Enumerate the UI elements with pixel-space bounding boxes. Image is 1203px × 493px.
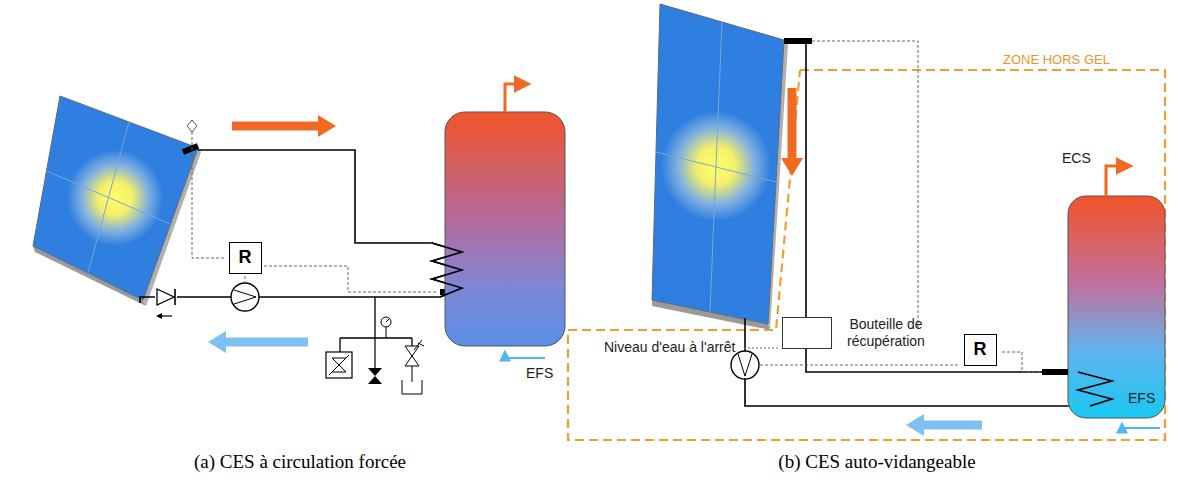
control-wires-b [760, 41, 1040, 372]
pump-a [231, 283, 259, 311]
diagram-label: EFS [526, 365, 553, 382]
diagram-label: EFS [1128, 390, 1155, 407]
tank-a [432, 84, 565, 358]
figure-caption: (a) CES à circulation forcée [194, 451, 406, 474]
controller-box: R [964, 334, 997, 366]
collector-a [33, 96, 201, 306]
safety-group-a [326, 297, 424, 394]
control-wires-a [192, 132, 438, 292]
check-valve-a [155, 288, 177, 319]
pump-b [731, 351, 759, 379]
pipes-b [745, 44, 1112, 406]
controller-box: R [229, 242, 262, 274]
node-text: R [239, 247, 252, 269]
sensor-a [187, 120, 462, 292]
tank-b [1042, 166, 1165, 428]
water-level-leader [744, 348, 778, 349]
node-text: Bouteille de récupération [842, 316, 930, 351]
diagram-label: ZONE HORS GEL [1003, 52, 1110, 68]
pipes-a [140, 150, 462, 303]
node-text: R [974, 339, 987, 361]
bottle-outline [782, 317, 832, 349]
collector-b [652, 4, 812, 330]
flow-arrows-b [781, 88, 982, 436]
recovery-bottle: Bouteille de récupération [782, 316, 930, 351]
diagram-label: Niveau d'eau à l'arrêt [604, 339, 735, 356]
figure-caption: (b) CES auto-vidangeable [778, 451, 975, 474]
diagram-label: ECS [1062, 150, 1091, 167]
flow-arrows-a [208, 115, 336, 353]
